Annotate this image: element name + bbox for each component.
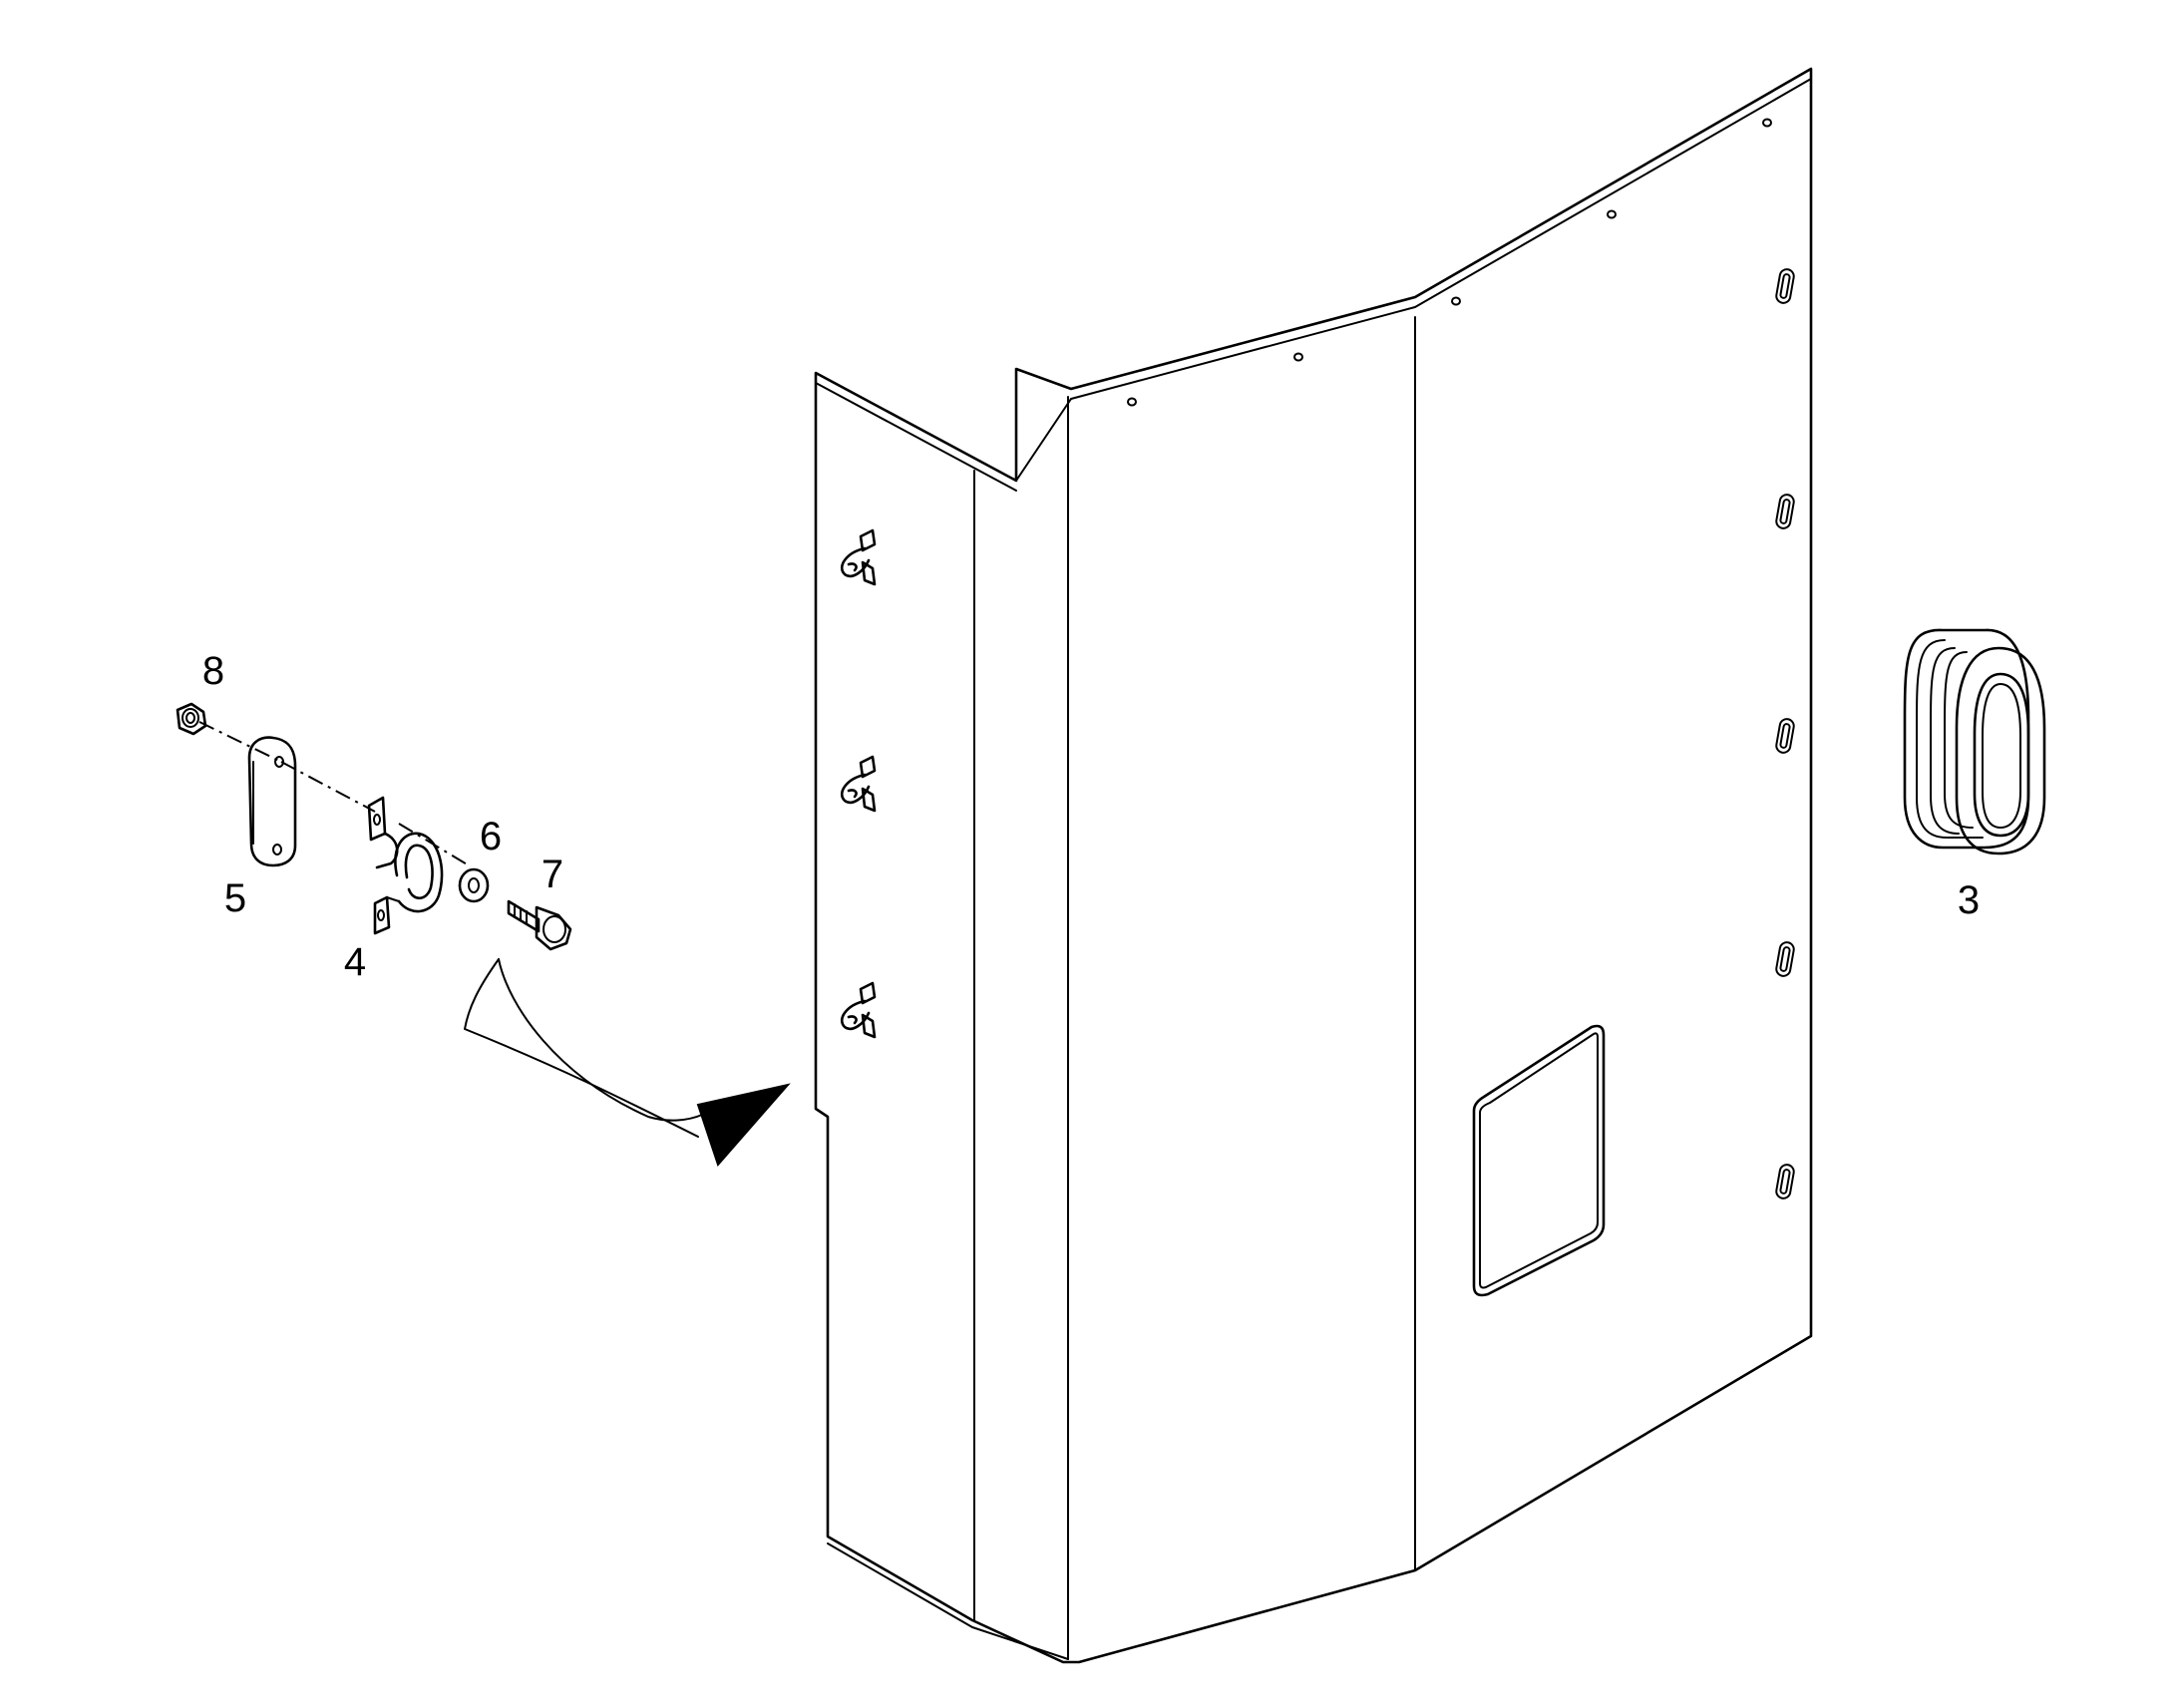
callout-5: 5 <box>224 876 246 920</box>
grommet-part-3 <box>1903 628 2046 855</box>
callout-3: 3 <box>1958 878 1980 922</box>
latch-brackets <box>840 528 877 1039</box>
edge-slots <box>1775 268 1795 1199</box>
callout-8: 8 <box>202 649 224 693</box>
assembly-centerline <box>198 721 470 866</box>
strap-plate-part-5 <box>247 736 297 867</box>
callout-7: 7 <box>542 853 563 896</box>
washer-part-6 <box>458 867 490 903</box>
side-panel <box>814 67 1813 1664</box>
bolt-part-7 <box>507 899 572 951</box>
nut-part-8 <box>176 702 207 736</box>
access-window <box>1472 1024 1606 1297</box>
callout-6: 6 <box>480 815 502 858</box>
latch-keeper-part-4 <box>367 796 444 935</box>
callout-4: 4 <box>344 940 366 984</box>
assembly-arrow <box>464 958 791 1167</box>
